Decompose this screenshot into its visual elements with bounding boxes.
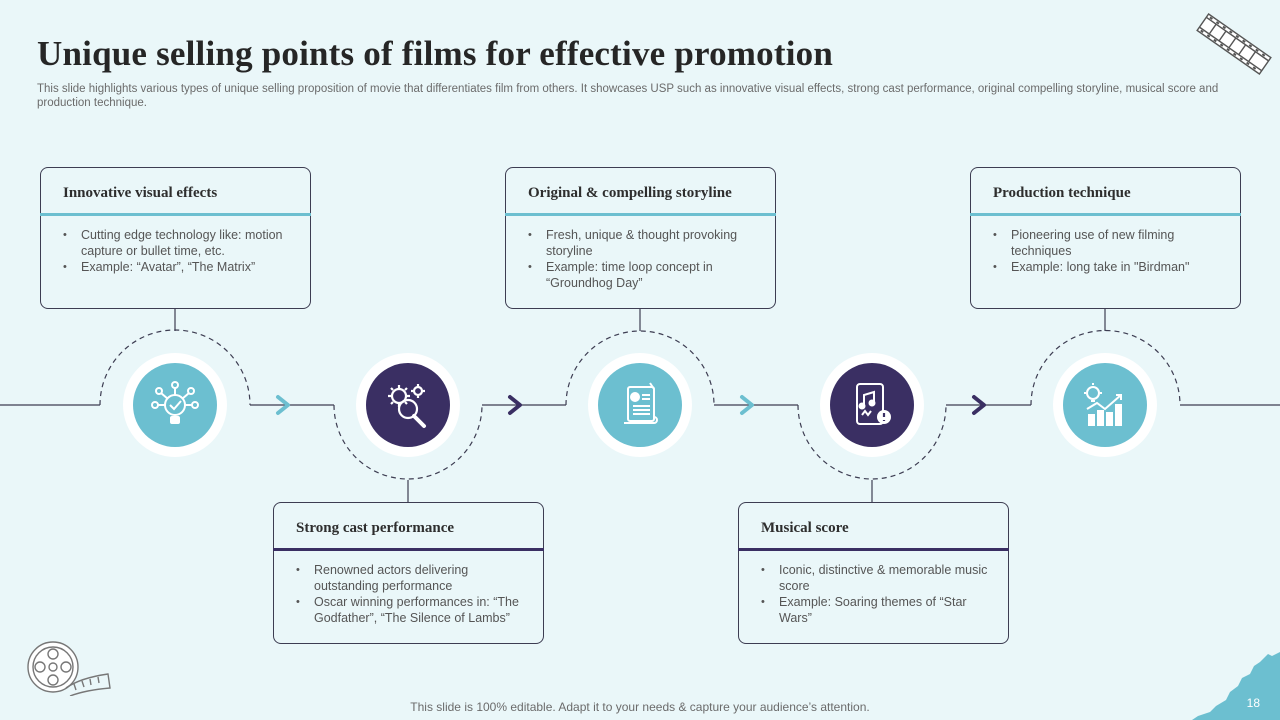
card-divider	[40, 213, 311, 216]
bulb-chart-icon	[1063, 363, 1147, 447]
bullet-item: Iconic, distinctive & memorable music sc…	[761, 562, 992, 594]
usp-card-visual-effects: Innovative visual effects Cutting edge t…	[40, 167, 311, 309]
usp-card-cast-performance: Strong cast performance Renowned actors …	[273, 502, 544, 644]
bullet-item: Oscar winning performances in: “The Godf…	[296, 594, 527, 626]
usp-card-production-technique: Production technique Pioneering use of n…	[970, 167, 1241, 309]
page-number: 18	[1246, 696, 1260, 710]
bullet-item: Pioneering use of new filming techniques	[993, 227, 1224, 259]
card-heading: Innovative visual effects	[63, 185, 218, 201]
bullet-item: Fresh, unique & thought provoking storyl…	[528, 227, 759, 259]
slide-subtitle: This slide highlights various types of u…	[37, 83, 1219, 109]
bullet-item: Example: “Avatar”, “The Matrix”	[63, 259, 294, 275]
card-divider	[273, 548, 544, 551]
chevron-right-icon	[972, 395, 986, 415]
chevron-right-icon	[508, 395, 522, 415]
usp-card-musical-score: Musical score Iconic, distinctive & memo…	[738, 502, 1009, 644]
card-bullets: Iconic, distinctive & memorable music sc…	[739, 551, 1008, 626]
music-tablet-icon	[830, 363, 914, 447]
slide-title: Unique selling points of films for effec…	[37, 34, 833, 73]
lightbulb-check-icon	[133, 363, 217, 447]
card-divider	[970, 213, 1241, 216]
card-divider	[505, 213, 776, 216]
chevron-right-icon	[740, 395, 754, 415]
script-scroll-icon	[598, 363, 682, 447]
card-bullets: Renowned actors delivering outstanding p…	[274, 551, 543, 626]
card-heading: Strong cast performance	[296, 520, 455, 536]
bullet-item: Example: Soaring themes of “Star Wars”	[761, 594, 992, 626]
card-divider	[738, 548, 1009, 551]
card-bullets: Cutting edge technology like: motion cap…	[41, 216, 310, 275]
usp-card-storyline: Original & compelling storyline Fresh, u…	[505, 167, 776, 309]
gears-magnifier-icon	[366, 363, 450, 447]
card-bullets: Pioneering use of new filming techniques…	[971, 216, 1240, 275]
bullet-item: Renowned actors delivering outstanding p…	[296, 562, 527, 594]
bullet-item: Example: long take in "Birdman"	[993, 259, 1224, 275]
card-heading: Musical score	[761, 520, 849, 536]
chevron-right-icon	[276, 395, 290, 415]
slide-footer: This slide is 100% editable. Adapt it to…	[410, 700, 870, 714]
film-strip-icon	[1196, 13, 1272, 75]
bullet-item: Example: time loop concept in “Groundhog…	[528, 259, 759, 291]
film-reel-icon	[27, 641, 111, 696]
torn-paper-corner	[1192, 652, 1280, 720]
card-heading: Production technique	[993, 185, 1131, 201]
card-bullets: Fresh, unique & thought provoking storyl…	[506, 216, 775, 291]
bullet-item: Cutting edge technology like: motion cap…	[63, 227, 294, 259]
card-heading: Original & compelling storyline	[528, 185, 732, 201]
